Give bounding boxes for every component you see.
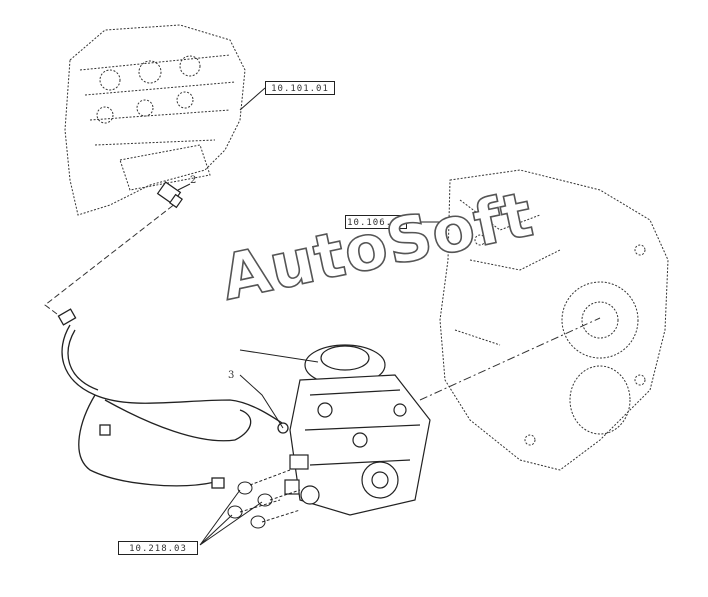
timing-case-outline [439, 169, 669, 471]
ref-box-timing-case[interactable]: 10.106.02 [345, 215, 407, 229]
pump-fittings [227, 469, 301, 529]
sensor-part [156, 181, 183, 209]
cylinder-head-outline [64, 24, 246, 216]
callout-sensor: 2 [190, 175, 197, 186]
leader-lines [177, 87, 460, 546]
ref-box-cylinder-head[interactable]: 10.101.01 [265, 81, 335, 95]
callout-hose: 3 [228, 370, 235, 381]
hose-assembly [57, 308, 289, 489]
injection-pump [284, 344, 431, 516]
ref-box-injection-pump[interactable]: 10.218.03 [118, 541, 198, 555]
